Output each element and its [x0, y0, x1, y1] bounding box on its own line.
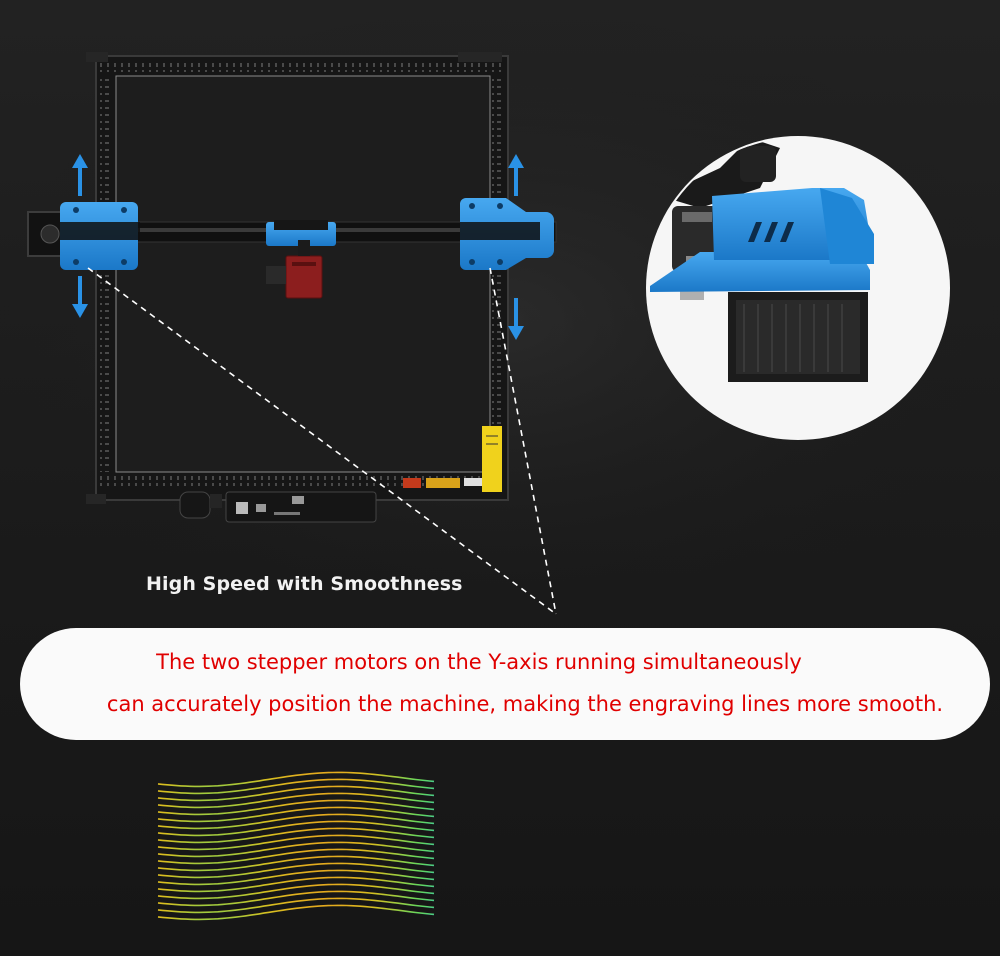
stepper-motor-closeup	[646, 136, 950, 440]
wavy-line	[157, 771, 435, 788]
wavy-line	[157, 869, 435, 886]
wavy-line	[157, 820, 435, 837]
wavy-line	[157, 883, 435, 900]
smooth-engraving-lines	[576, 784, 856, 921]
feature-caption: High Speed with Smoothness	[146, 573, 463, 595]
wavy-engraving-lines	[157, 771, 435, 921]
description-line-1: The two stepper motors on the Y-axis run…	[156, 650, 802, 674]
wavy-line	[157, 841, 435, 858]
wavy-line	[157, 876, 435, 893]
wavy-line	[157, 813, 435, 830]
x-axis-gantry	[27, 198, 557, 299]
wavy-line	[157, 848, 435, 865]
wavy-line	[157, 904, 435, 921]
wavy-line	[157, 855, 435, 872]
callout-lines	[87, 267, 557, 615]
wavy-line	[157, 897, 435, 914]
wavy-line	[157, 862, 435, 879]
wavy-line	[157, 792, 435, 809]
wavy-line	[157, 834, 435, 851]
description-banner: The two stepper motors on the Y-axis run…	[20, 628, 990, 740]
y-axis-arrows	[72, 154, 524, 340]
wavy-line	[157, 827, 435, 844]
description-line-2: can accurately position the machine, mak…	[106, 692, 944, 716]
wavy-line	[157, 806, 435, 823]
wavy-line	[157, 778, 435, 795]
wavy-line	[157, 890, 435, 907]
wavy-line	[157, 799, 435, 816]
wavy-line	[157, 785, 435, 802]
